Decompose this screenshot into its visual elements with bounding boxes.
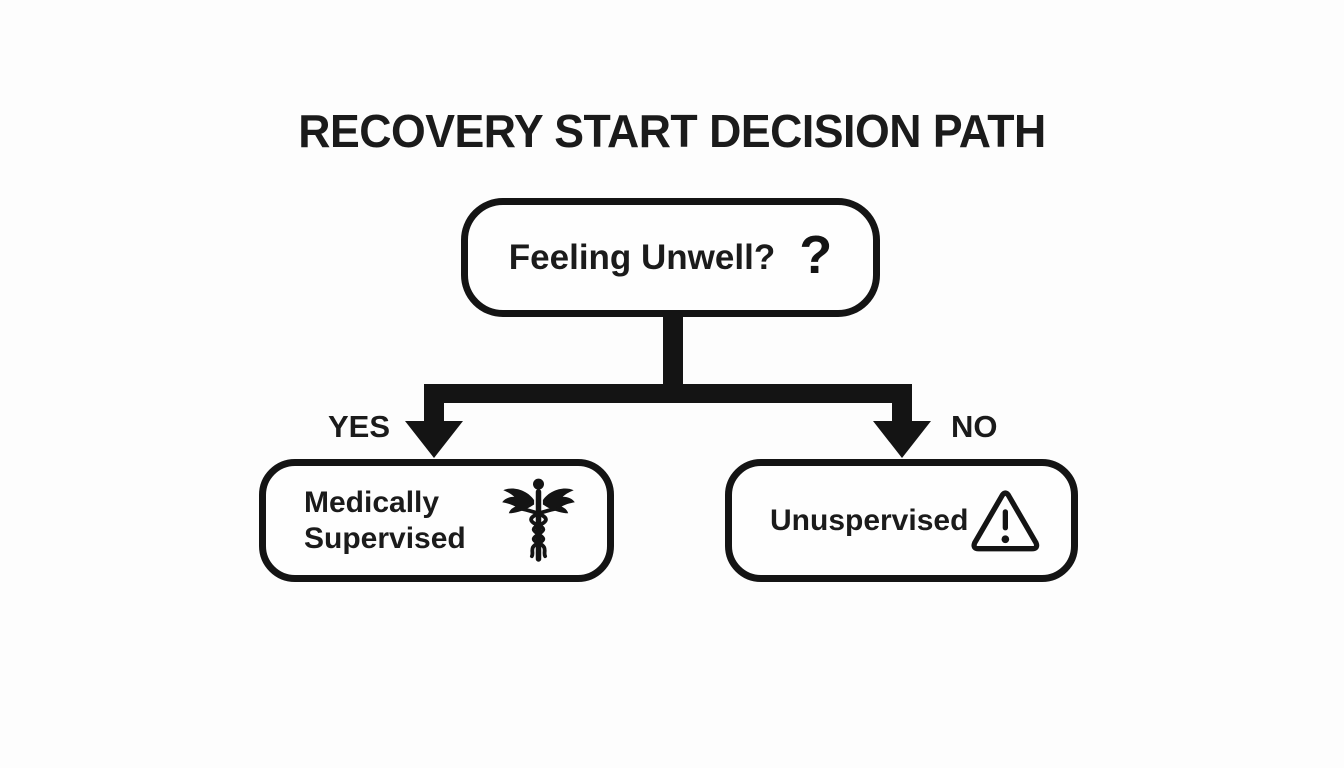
arrow-down-left-icon	[405, 421, 463, 458]
branch-label-yes: YES	[328, 409, 391, 444]
decision-node-feeling-unwell: Feeling Unwell? ?	[461, 198, 880, 317]
connector-horizontal-bar	[424, 384, 912, 403]
connector-stem	[663, 314, 683, 392]
warning-triangle-icon	[970, 488, 1041, 554]
page-title: RECOVERY START DECISION PATH	[298, 105, 1046, 157]
outcome-node-medically-supervised: Medically Supervised	[259, 459, 614, 582]
decision-node-label: Feeling Unwell?	[508, 237, 776, 277]
outcome-node-label: Unuspervised	[770, 503, 969, 537]
connector-left-drop	[424, 384, 444, 426]
branch-label-no: NO	[951, 409, 998, 444]
caduceus-icon	[500, 477, 577, 565]
arrow-down-right-icon	[873, 421, 931, 458]
question-mark-icon: ?	[799, 224, 833, 285]
outcome-node-unsupervised: Unuspervised	[725, 459, 1078, 582]
connector-right-drop	[892, 384, 912, 426]
outcome-node-label: Medically Supervised	[304, 485, 466, 555]
label-line-1: Medically	[304, 486, 440, 520]
label-line-2: Supervised	[304, 521, 466, 555]
